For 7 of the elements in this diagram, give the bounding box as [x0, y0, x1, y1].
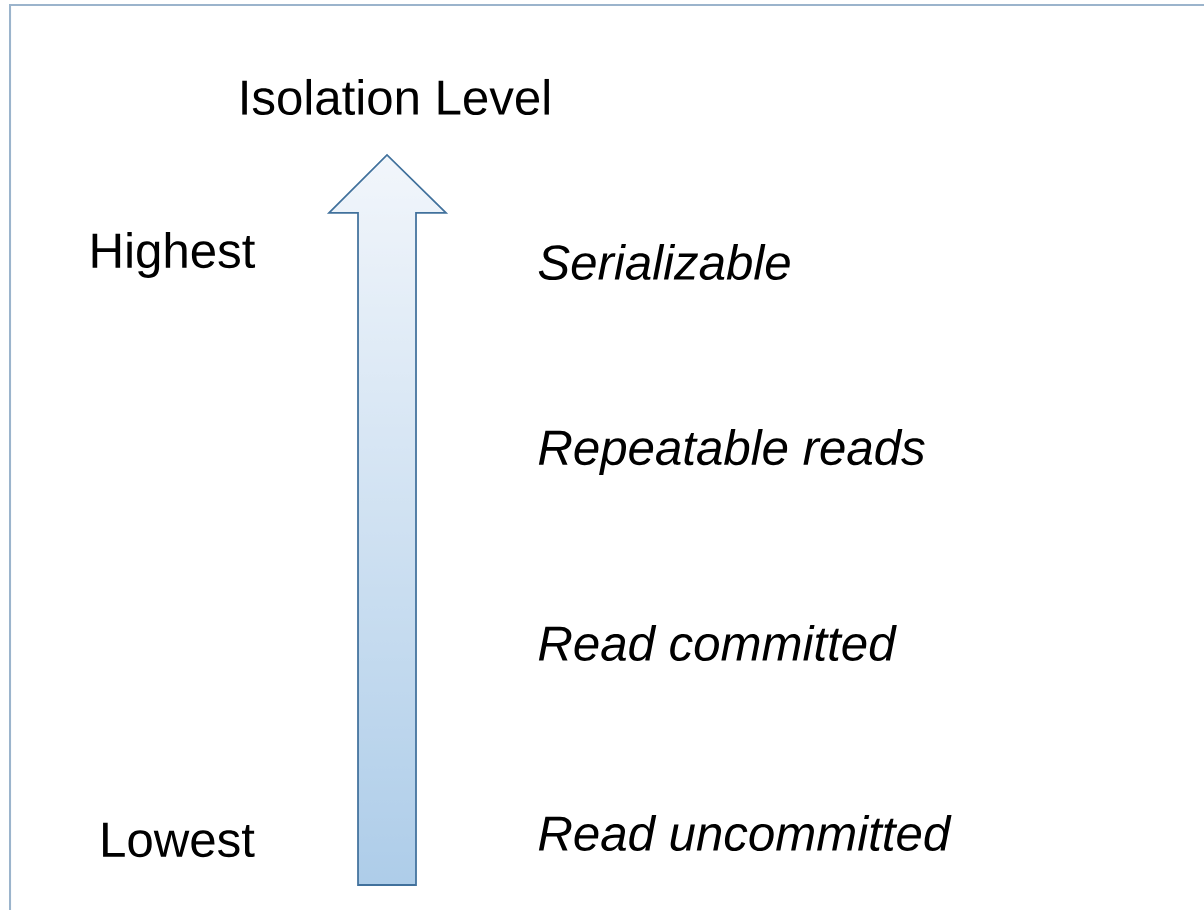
- scale-end-label: Lowest: [103, 822, 255, 858]
- scale-end-label: Highest: [92, 232, 256, 278]
- level-label: Read committed: [538, 624, 897, 662]
- level-label: Repeatable reads: [538, 429, 925, 475]
- level-label: Serializable: [538, 243, 790, 281]
- axis-title: Isolation Level: [242, 78, 549, 116]
- level-label: Read uncommitted: [538, 814, 952, 852]
